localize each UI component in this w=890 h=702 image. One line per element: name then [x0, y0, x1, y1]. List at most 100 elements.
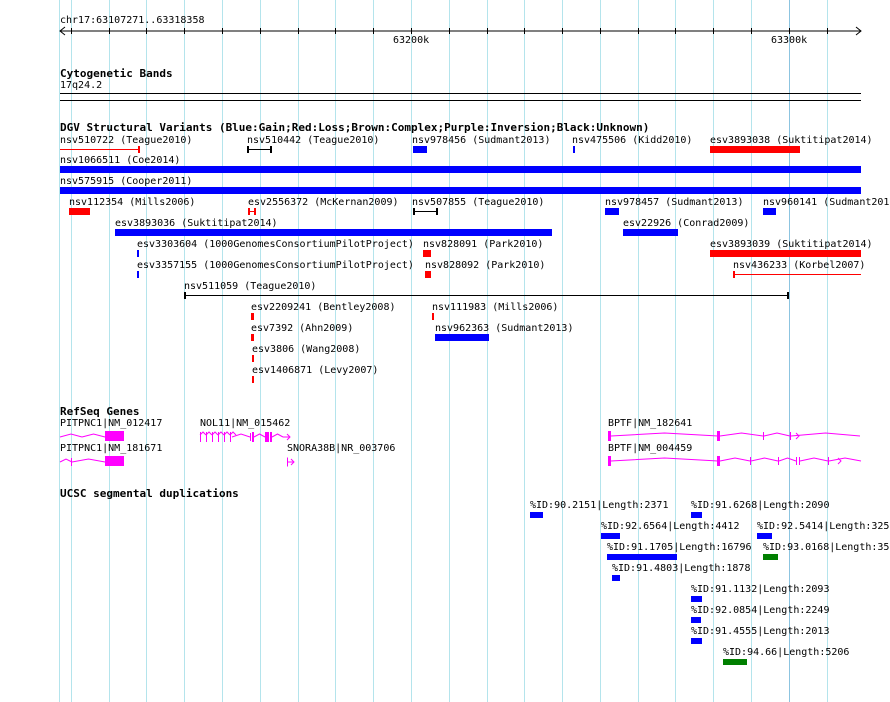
exon [799, 457, 800, 465]
segdup-label: %ID:91.1132|Length:2093 [691, 584, 830, 595]
segdup-bar[interactable] [691, 638, 702, 644]
track-title-cytogenetic-bands[interactable]: Cytogenetic Bands [60, 67, 173, 80]
variant-bar[interactable] [137, 250, 139, 257]
variant-bar[interactable] [435, 334, 489, 341]
gene-label[interactable]: SNORA38B|NR_003706 [287, 443, 396, 454]
variant-bar[interactable] [251, 313, 254, 320]
gene-label[interactable]: BPTF|NM_004459 [608, 443, 693, 454]
exon [200, 432, 201, 442]
variant-label: nsv575915 (Cooper2011) [60, 176, 193, 187]
variant-bar[interactable] [60, 166, 861, 173]
cytoband-line-bottom [60, 100, 861, 101]
track-title-segdups[interactable]: UCSC segmental duplications [60, 487, 239, 500]
segdup-label: %ID:91.6268|Length:2090 [691, 500, 830, 511]
grid-line [638, 0, 639, 702]
gene-label[interactable]: PITPNC1|NM_181671 [60, 443, 163, 454]
cytoband-line-top [60, 93, 861, 94]
variant-bar[interactable] [763, 208, 776, 215]
grid-line [373, 0, 374, 702]
grid-line [827, 0, 828, 702]
variant-bar[interactable] [425, 271, 431, 278]
segdup-label: %ID:93.0168|Length:358 [763, 542, 890, 553]
grid-line [184, 0, 185, 702]
segdup-label: %ID:91.4803|Length:1878 [612, 563, 751, 574]
track-title-refseq[interactable]: RefSeq Genes [60, 405, 140, 418]
variant-bar[interactable] [251, 334, 254, 341]
variant-start-cap [247, 146, 249, 153]
segdup-bar[interactable] [763, 554, 778, 560]
variant-bar[interactable] [605, 208, 619, 215]
exon [71, 458, 72, 466]
variant-label: nsv960141 (Sudmant2013) [763, 197, 890, 208]
variant-line[interactable] [184, 295, 789, 296]
ruler[interactable] [0, 0, 890, 60]
variant-bar[interactable] [60, 187, 861, 194]
gene-label[interactable]: NOL11|NM_015462 [200, 418, 291, 429]
intron [231, 433, 251, 438]
segdup-bar[interactable] [723, 659, 747, 665]
variant-label: nsv828092 (Park2010) [425, 260, 546, 271]
exon [763, 432, 764, 440]
strand-arrow [837, 457, 842, 465]
variant-bar[interactable] [432, 313, 434, 320]
intron [610, 457, 719, 462]
exon [828, 457, 829, 465]
variant-bar[interactable] [710, 250, 861, 257]
grid-line [411, 0, 412, 702]
region-label: chr17:63107271..63318358 [60, 15, 205, 26]
segdup-bar[interactable] [607, 554, 677, 560]
segdup-bar[interactable] [530, 512, 543, 518]
variant-line[interactable] [60, 149, 140, 150]
variant-bar[interactable] [413, 146, 427, 153]
exon [105, 431, 124, 441]
track-title-dgv[interactable]: DGV Structural Variants (Blue:Gain;Red:L… [60, 121, 650, 134]
variant-label: nsv436233 (Korbel2007) [733, 260, 866, 271]
intron [253, 433, 266, 438]
exon [608, 456, 611, 466]
intron [59, 433, 83, 438]
exon [750, 457, 751, 465]
intron [790, 432, 861, 437]
intron [205, 431, 213, 436]
grid-line [675, 0, 676, 702]
segdup-bar[interactable] [601, 533, 620, 539]
variant-label: nsv510442 (Teague2010) [247, 135, 380, 146]
variant-bar[interactable] [573, 146, 575, 153]
variant-label: esv1406871 (Levy2007) [252, 365, 379, 376]
segdup-label: %ID:91.4555|Length:2013 [691, 626, 830, 637]
variant-label: nsv475506 (Kidd2010) [572, 135, 693, 146]
segdup-bar[interactable] [757, 533, 772, 539]
variant-bar[interactable] [69, 208, 90, 215]
variant-line[interactable] [733, 274, 861, 275]
variant-line[interactable] [247, 149, 272, 150]
gene-label[interactable]: PITPNC1|NM_012417 [60, 418, 163, 429]
variant-bar[interactable] [423, 250, 431, 257]
intron [719, 432, 764, 437]
grid-line [713, 0, 714, 702]
variant-bar[interactable] [623, 229, 678, 236]
segdup-bar[interactable] [691, 617, 701, 623]
gene-label[interactable]: BPTF|NM_182641 [608, 418, 693, 429]
intron [610, 432, 719, 437]
variant-label: esv2209241 (Bentley2008) [251, 302, 396, 313]
grid-line [59, 0, 60, 702]
intron [59, 458, 73, 463]
segdup-bar[interactable] [691, 596, 702, 602]
grid-line [298, 0, 299, 702]
grid-line [109, 0, 110, 702]
grid-line [146, 0, 147, 702]
variant-bar[interactable] [710, 146, 800, 153]
variant-bar[interactable] [137, 271, 139, 278]
variant-label: nsv111983 (Mills2006) [432, 302, 559, 313]
variant-line[interactable] [413, 211, 438, 212]
variant-bar[interactable] [115, 229, 552, 236]
segdup-bar[interactable] [691, 512, 702, 518]
segdup-bar[interactable] [612, 575, 620, 581]
segdup-label: %ID:92.0854|Length:2249 [691, 605, 830, 616]
variant-label: esv7392 (Ahn2009) [251, 323, 354, 334]
variant-line[interactable] [248, 211, 256, 212]
variant-bar[interactable] [252, 355, 254, 362]
variant-bar[interactable] [252, 376, 254, 383]
